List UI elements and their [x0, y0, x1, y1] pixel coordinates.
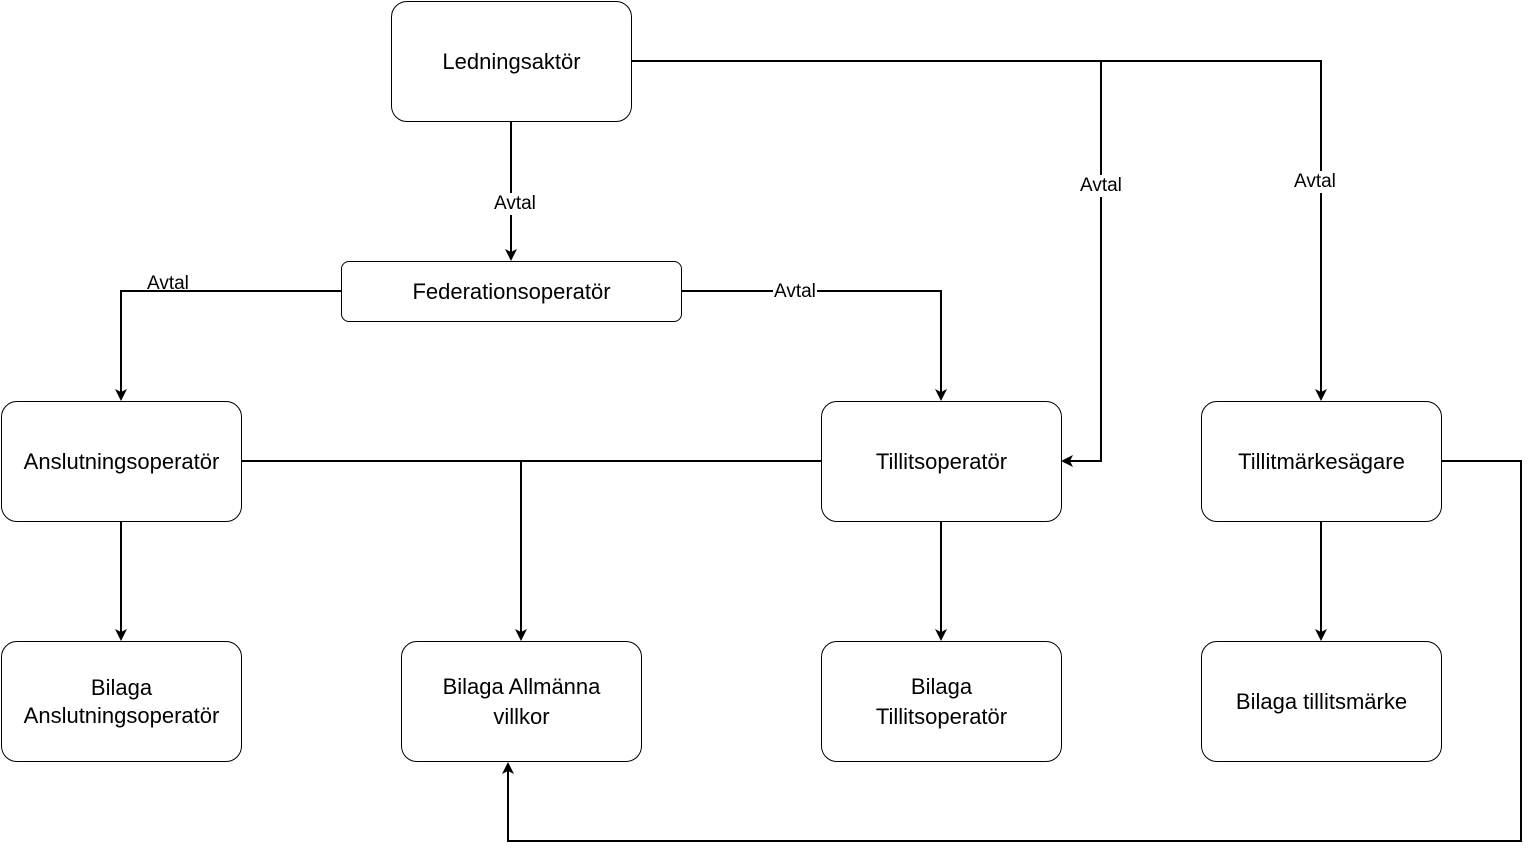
node-bilaga-tillitsmarke[interactable]: Bilaga tillitsmärke	[1201, 641, 1442, 762]
node-bilaga-allmanna-villkor[interactable]: Bilaga Allmänna villkor	[401, 641, 642, 762]
edge-label-federation-to-anslutning: Avtal	[147, 273, 189, 294]
node-bilaga-tillitsoperator-label: Bilaga Tillitsoperatör	[875, 673, 1008, 729]
node-bilaga-tillitsmarke-label: Bilaga tillitsmärke	[1235, 688, 1408, 714]
node-federationsoperator-label: Federationsoperatör	[412, 278, 611, 304]
node-bilaga-tillitsoperator[interactable]: Bilaga Tillitsoperatör	[821, 641, 1062, 762]
node-tillitmarkesagare[interactable]: Tillitmärkesägare	[1201, 401, 1442, 522]
edge-tillitmarke-to-allmanna-villkor	[502, 460, 1522, 842]
node-tillitmarkesagare-label: Tillitmärkesägare	[1238, 448, 1405, 474]
edge-label-ledning-to-federation: Avtal	[493, 193, 537, 215]
edge-ledning-to-tillit	[632, 60, 1102, 467]
node-ledningsaktor[interactable]: Ledningsaktör	[391, 1, 632, 122]
node-ledningsaktor-label: Ledningsaktör	[442, 48, 581, 74]
edge-federation-to-anslutning	[115, 290, 341, 401]
edge-label-federation-to-tillit: Avtal	[773, 281, 817, 303]
edge-label-ledning-to-tillitmarke: Avtal	[1293, 171, 1337, 193]
node-anslutningsoperator[interactable]: Anslutningsoperatör	[1, 401, 242, 522]
node-tillitsoperator-label: Tillitsoperatör	[875, 448, 1008, 474]
edge-federation-to-tillit	[681, 290, 947, 401]
node-bilaga-allmanna-villkor-label: Bilaga Allmänna villkor	[442, 673, 601, 729]
node-anslutningsoperator-label: Anslutningsoperatör	[23, 448, 220, 474]
node-bilaga-anslutningsoperator[interactable]: Bilaga Anslutningsoperatör	[1, 641, 242, 762]
edge-ledning-to-tillitmarke	[1101, 60, 1327, 401]
edge-label-ledning-to-tillit: Avtal	[1079, 175, 1123, 197]
node-federationsoperator[interactable]: Federationsoperatör	[341, 261, 682, 322]
node-bilaga-anslutningsoperator-label: Bilaga Anslutningsoperatör	[23, 674, 220, 728]
node-tillitsoperator[interactable]: Tillitsoperatör	[821, 401, 1062, 522]
